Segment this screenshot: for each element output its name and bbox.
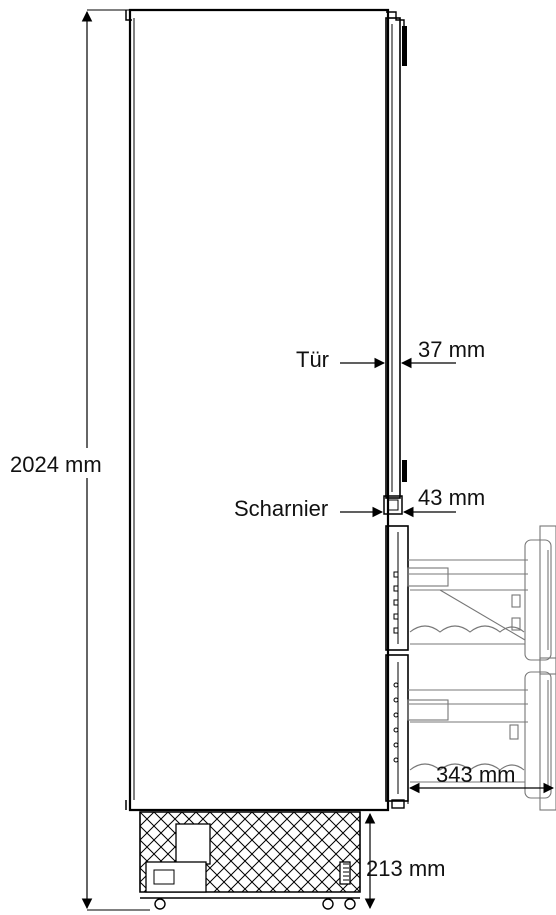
drawer-front-lower xyxy=(385,654,409,809)
drawer-extension-label: 343 mm xyxy=(436,762,515,787)
drawer-front-upper xyxy=(385,525,409,651)
hinge-label: Scharnier xyxy=(234,496,328,521)
door-panel xyxy=(385,11,407,499)
drawer-extended-upper xyxy=(407,525,556,675)
cabinet-body xyxy=(125,8,390,812)
plinth-base xyxy=(139,811,361,910)
plinth-height-label: 213 mm xyxy=(366,856,445,881)
drawer-extension-dimension xyxy=(407,782,555,804)
hinge xyxy=(383,495,403,515)
door-label: Tür xyxy=(296,347,329,372)
door-depth-label: 37 mm xyxy=(418,337,485,362)
drawer-extended-lower xyxy=(407,657,556,811)
hinge-depth-label: 43 mm xyxy=(418,485,485,510)
height-total-label: 2024 mm xyxy=(10,452,102,477)
